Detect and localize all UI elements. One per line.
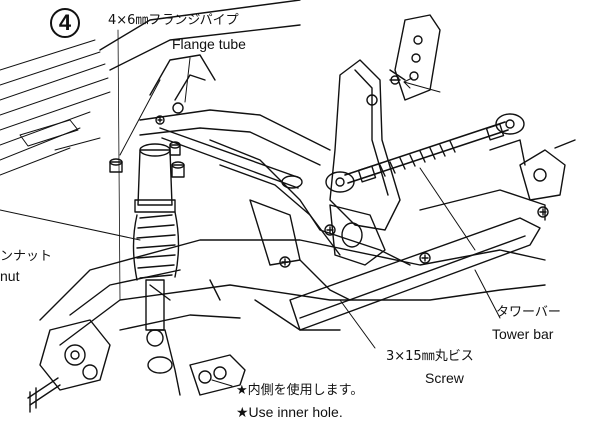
shock-absorber [132,143,180,347]
flange-tubes [109,75,401,178]
label-screw-en: Screw [425,370,464,386]
label-screw-jp: 3×15㎜丸ビス [386,349,474,364]
chassis-hatching [0,39,111,176]
label-tower-bar-en: Tower bar [492,326,554,342]
note-inner-hole-en: ★Use inner hole. [236,404,343,420]
step-number-badge: 4 [50,8,80,38]
label-nut-jp: ンナット [0,249,53,264]
right-hub [489,139,576,201]
lower-mount [147,329,246,396]
leader-lines [0,57,501,387]
tower-bar [325,113,525,193]
label-flange-tube-jp: 4×6㎜フランジパイプ [108,13,239,28]
small-screws [155,115,549,268]
label-tower-bar-jp: タワーバー [496,305,561,320]
shock-tower [329,14,441,231]
lower-arm [39,239,546,346]
left-hub [27,319,111,413]
label-flange-tube-en: Flange tube [172,36,246,52]
upper-link [159,127,303,189]
label-nut-en: nut [0,268,20,284]
step-number: 4 [58,10,72,35]
note-inner-hole-jp: ★内側を使用します。 [236,383,364,398]
